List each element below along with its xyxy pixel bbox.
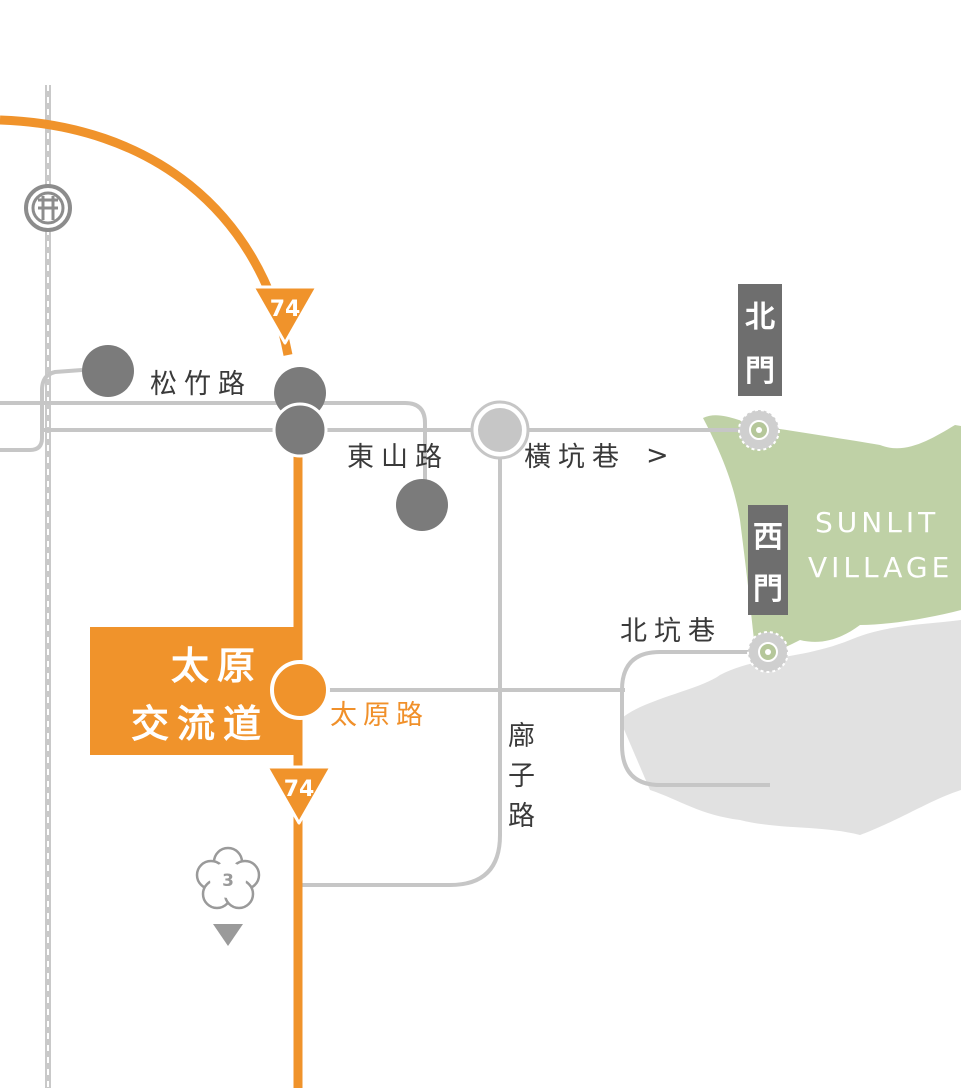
west-gate-char-2: 門 [753,572,783,607]
highway-74-shield-top: 74 [251,285,319,345]
beikeng-road [620,650,770,787]
circled-rail-icon [24,184,72,232]
node-songzhu-west [82,345,134,397]
north-gate-char-2: 門 [745,354,775,389]
triangle-down-icon [213,924,243,946]
interchange-box [90,627,297,755]
highway-74-number-top: 74 [270,297,301,322]
interchange-label-line1: 太原 [171,644,263,688]
songzhu-road [0,401,427,500]
road-label-taiyuan: 太原路 [330,700,429,731]
village-name-line1: SUNLIT [815,506,939,539]
interchange-node [270,660,330,720]
road-label-songzhu: 松竹路 [150,369,252,400]
residential-grey-area [620,620,961,835]
node-dongshan [396,479,448,531]
flower-route-shield-icon: 3 [195,846,261,910]
highway-74-curve [0,115,293,356]
north-gate-char-1: 北 [745,300,775,335]
node-junction-lower [272,402,328,458]
road-label-dongshan: 東山路 [347,442,449,473]
target-circle-icon [738,409,780,451]
node-henkeng-inner [478,408,522,452]
interchange-label-line2: 交流道 [131,702,269,746]
miaozi-road [300,430,502,887]
highway-74-number-bottom: 74 [284,777,315,802]
grey-roads [0,368,770,887]
target-circle-icon [747,631,789,673]
road-label-henkeng-arrow: > [646,440,676,471]
left-side-road [0,368,83,452]
route-3-number: 3 [222,871,234,891]
west-gate-label-bg [748,505,788,615]
highway-74-shield-bottom: 74 [265,765,333,825]
road-label-miaozi-2: 子 [508,761,542,792]
road-label-miaozi-1: 廍 [508,721,542,752]
road-label-henkeng: 橫坑巷 [524,442,626,473]
road-label-miaozi-3: 路 [508,801,542,832]
north-gate-label-bg [738,284,782,396]
road-label-beikeng: 北坑巷 [620,616,722,647]
village-name-line2: VILLAGE [808,551,953,584]
west-gate-char-1: 西 [753,520,783,555]
